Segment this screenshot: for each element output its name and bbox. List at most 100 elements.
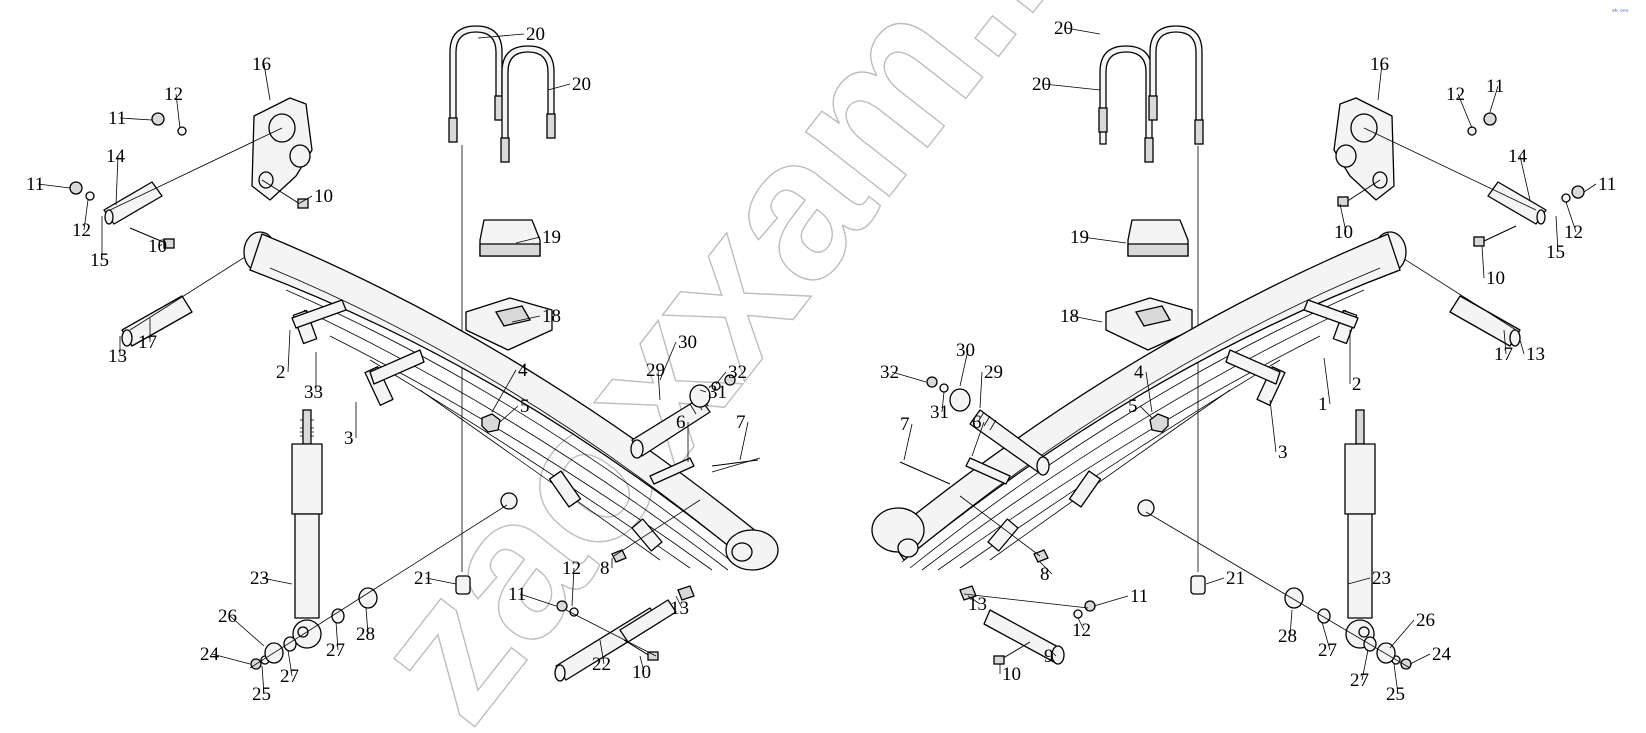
leader-r19 bbox=[1081, 236, 1127, 244]
leader-r4 bbox=[1145, 371, 1153, 413]
nut-11-right-c bbox=[1084, 600, 1096, 612]
callout-l18: 18 bbox=[542, 306, 561, 327]
bushing-26-right bbox=[1376, 642, 1396, 664]
spring-pin-lower-left bbox=[121, 295, 193, 347]
leader-r11a bbox=[1489, 85, 1499, 113]
nut-32-right bbox=[926, 376, 938, 388]
leader-l11a bbox=[119, 117, 153, 121]
callout-r19: 19 bbox=[1070, 227, 1089, 248]
leader-l13b bbox=[675, 595, 683, 609]
leader-l5 bbox=[499, 405, 519, 423]
washer-12-left-a bbox=[177, 126, 187, 136]
leader-l16 bbox=[263, 63, 271, 101]
callout-l28: 28 bbox=[356, 624, 375, 645]
leader-r12c bbox=[1077, 617, 1085, 631]
leader-r9 bbox=[1049, 649, 1057, 657]
bushing-27-left-a bbox=[283, 636, 297, 652]
bolt-10-left-c bbox=[623, 639, 659, 661]
leaf-spring-left bbox=[243, 231, 779, 571]
leader-l10c bbox=[639, 655, 645, 673]
callout-r11a: 11 bbox=[1486, 76, 1504, 97]
callout-r27b: 27 bbox=[1350, 670, 1369, 691]
leader-r10b bbox=[1481, 245, 1485, 279]
callout-r29: 29 bbox=[984, 362, 1003, 383]
nut-11-left-c bbox=[556, 600, 568, 612]
leader-l4 bbox=[491, 369, 517, 413]
washer-12-left-c bbox=[569, 607, 579, 617]
leader-l11c bbox=[519, 593, 557, 607]
leader-l12b bbox=[83, 199, 89, 231]
pin-6-right bbox=[965, 457, 1011, 485]
nut-11-right-b bbox=[1571, 185, 1585, 199]
leader-l28 bbox=[365, 607, 369, 635]
callout-l10a: 10 bbox=[314, 186, 333, 207]
callout-l23: 23 bbox=[250, 568, 269, 589]
leader-r32 bbox=[891, 371, 927, 383]
callout-l22: 22 bbox=[592, 654, 611, 675]
leader-l12a bbox=[175, 93, 181, 129]
callout-r10b: 10 bbox=[1486, 268, 1505, 289]
nut-32-left bbox=[724, 374, 736, 386]
washer-12-right-c bbox=[1073, 609, 1083, 619]
callout-l5: 5 bbox=[520, 396, 530, 417]
callout-l2: 2 bbox=[276, 362, 286, 383]
washer-31-right bbox=[939, 383, 949, 393]
leader-r16 bbox=[1377, 63, 1383, 101]
leader-r12b bbox=[1565, 201, 1577, 233]
pin-9-right bbox=[983, 609, 1065, 665]
nut-24-right bbox=[1400, 658, 1412, 670]
bolt-7-right bbox=[899, 461, 951, 485]
leader-r30 bbox=[959, 349, 969, 387]
callout-l27: 27 bbox=[280, 666, 299, 687]
callout-l11a: 11 bbox=[108, 108, 126, 129]
callout-l10b: 10 bbox=[148, 236, 167, 257]
left-assembly bbox=[69, 25, 779, 682]
callout-l30: 30 bbox=[678, 332, 697, 353]
leader-r13a bbox=[1519, 339, 1525, 355]
leader-r1 bbox=[1323, 357, 1331, 405]
callout-l14: 14 bbox=[106, 146, 126, 167]
bump-stop-right bbox=[1127, 219, 1189, 257]
leader-r21 bbox=[1205, 577, 1225, 585]
spring-pin-29-left bbox=[630, 395, 711, 459]
leader-l32 bbox=[715, 371, 727, 385]
shock-absorber-right bbox=[1344, 409, 1376, 649]
leader-l25 bbox=[261, 665, 265, 695]
leader-r12a bbox=[1457, 93, 1473, 129]
leader-r8 bbox=[1039, 561, 1053, 575]
callout-l20a: 20 bbox=[526, 24, 545, 45]
bushing-27-left-b bbox=[331, 608, 345, 624]
callout-leaders bbox=[37, 27, 1597, 695]
callout-l3: 3 bbox=[344, 428, 354, 449]
right-assembly bbox=[871, 25, 1585, 670]
spring-pin-upper-left bbox=[103, 181, 163, 225]
callout-l13a: 13 bbox=[108, 346, 127, 367]
u-bolt-rear-left bbox=[500, 45, 556, 163]
callout-l31: 31 bbox=[708, 382, 727, 403]
cap-13-right bbox=[959, 585, 977, 601]
washer-30-right bbox=[949, 388, 971, 412]
callout-r16: 16 bbox=[1370, 54, 1389, 75]
callout-l11b: 11 bbox=[26, 174, 44, 195]
leader-l20a bbox=[477, 33, 525, 39]
callout-l27b: 27 bbox=[326, 640, 345, 661]
leader-l14 bbox=[115, 155, 119, 206]
callout-r32: 32 bbox=[880, 362, 899, 383]
bolt-10-left-b bbox=[129, 227, 175, 249]
leader-r11c bbox=[1093, 595, 1129, 607]
leader-l31 bbox=[699, 389, 707, 393]
leader-r7 bbox=[903, 423, 913, 461]
leader-r3 bbox=[1269, 399, 1277, 453]
leader-l2 bbox=[287, 329, 291, 373]
callout-r23: 23 bbox=[1372, 568, 1391, 589]
callout-r15: 15 bbox=[1546, 242, 1565, 263]
callout-l11c: 11 bbox=[508, 584, 526, 605]
leader-r31 bbox=[941, 391, 945, 413]
washer-12-right-b bbox=[1561, 193, 1571, 203]
callout-r3: 3 bbox=[1278, 442, 1288, 463]
callout-l8: 8 bbox=[600, 558, 610, 579]
callout-l21: 21 bbox=[414, 568, 433, 589]
callout-r8: 8 bbox=[1040, 564, 1050, 585]
leader-r17 bbox=[1503, 329, 1507, 355]
